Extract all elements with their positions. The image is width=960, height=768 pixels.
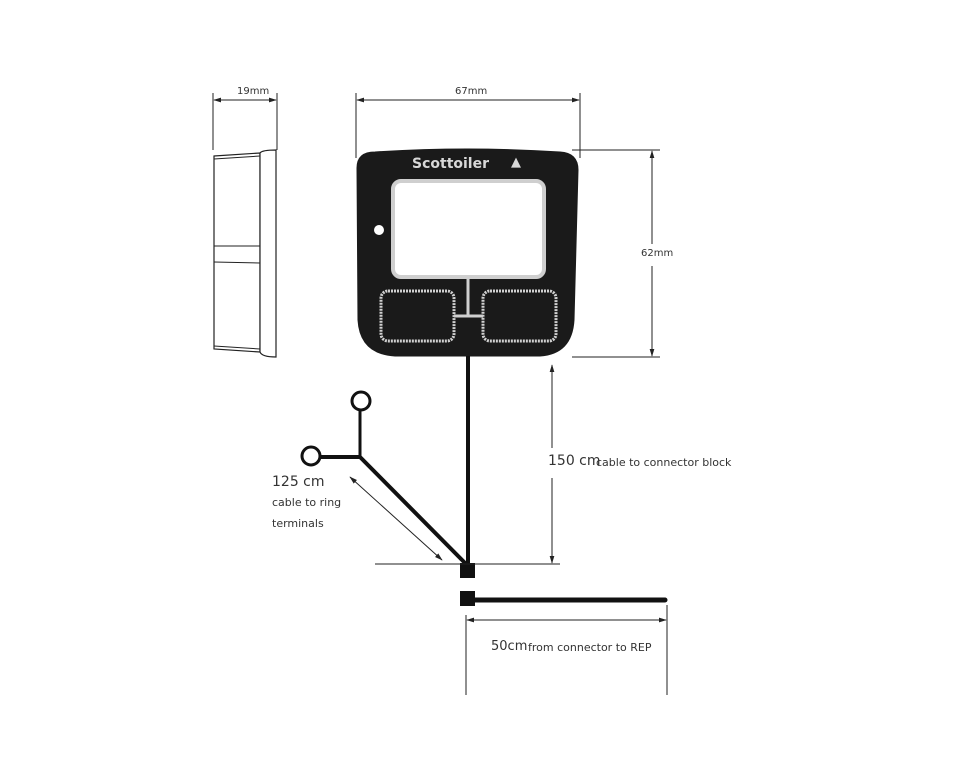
dimension-label-19mm: 19mm	[237, 86, 270, 97]
ring-terminal-desc-1: cable to ring	[272, 496, 342, 509]
right-button	[481, 289, 558, 343]
side-view	[212, 93, 278, 358]
device-front	[356, 148, 579, 357]
cables	[300, 356, 668, 606]
connector-block-bottom	[460, 591, 475, 606]
ring-terminal-desc-2: terminals	[272, 517, 324, 530]
ring-terminal-left-icon	[300, 445, 322, 467]
led-indicator	[374, 225, 384, 235]
brand-logo-text: Scottoiler	[412, 156, 489, 172]
dimension-label-62mm: 62mm	[641, 248, 674, 259]
display-screen	[391, 179, 546, 279]
ring-terminal-length: 125 cm	[272, 474, 325, 490]
ring-terminal-cable	[358, 455, 470, 568]
connector-block-length: 150 cm	[548, 453, 601, 469]
oil-drop-logo-icon: ▲	[511, 155, 521, 170]
ring-terminal-top-icon	[350, 390, 372, 412]
connector-block-desc: cable to connector block	[596, 456, 732, 469]
dimension-label-67mm: 67mm	[455, 86, 488, 97]
connector-block-top	[460, 563, 475, 578]
rep-length: 50cm	[491, 639, 528, 654]
left-button	[379, 289, 456, 343]
front-dimensions	[355, 93, 660, 358]
cable-dimensions	[349, 364, 668, 695]
rep-desc: from connector to REP	[528, 641, 652, 654]
